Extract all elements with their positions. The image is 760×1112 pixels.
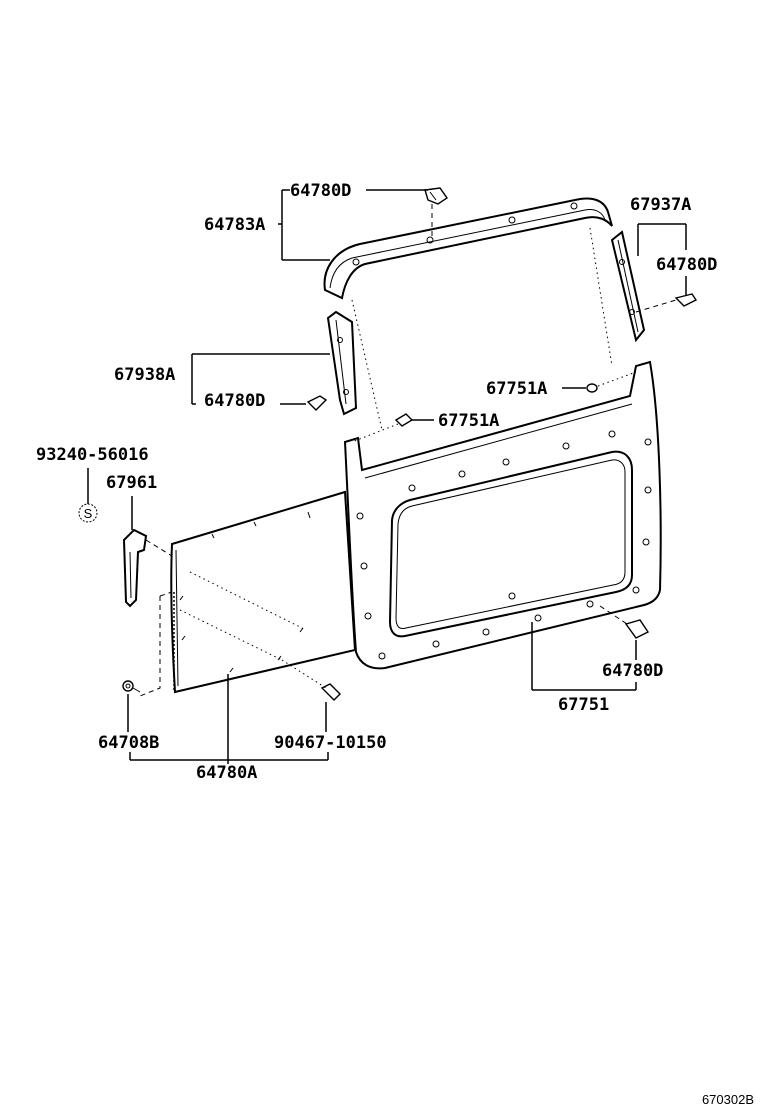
trim-board-clip-holes xyxy=(356,430,652,660)
label-64783a: 64783A xyxy=(204,215,265,235)
clip-64780d-left xyxy=(306,395,328,411)
leader-lines xyxy=(87,189,687,764)
label-90467-10150: 90467-10150 xyxy=(274,733,387,753)
screw-64708b xyxy=(122,680,141,693)
diagram-reference-code: 670302B xyxy=(702,1092,754,1107)
label-67751: 67751 xyxy=(558,695,609,715)
insulator-panel-part xyxy=(170,490,357,694)
fastener-90467 xyxy=(320,683,341,701)
label-64780a: 64780A xyxy=(196,763,257,783)
header-trim-part xyxy=(323,197,613,300)
clip-67751a-mid xyxy=(394,413,414,427)
label-67938a: 67938A xyxy=(114,365,175,385)
panel-marks xyxy=(179,511,311,673)
label-64780d-top: 64780D xyxy=(290,181,351,201)
standard-part-symbol: S xyxy=(78,503,98,523)
label-67751a-right: 67751A xyxy=(486,379,547,399)
back-door-trim-board-part xyxy=(343,360,662,670)
right-pillar-trim-part xyxy=(610,230,646,343)
clip-64780d-top xyxy=(424,187,448,205)
clip-67751a-right xyxy=(586,383,598,393)
label-64780d-bottom: 64780D xyxy=(602,661,663,681)
label-64780d-right: 64780D xyxy=(656,255,717,275)
label-93240-56016: 93240-56016 xyxy=(36,445,149,465)
label-67937a: 67937A xyxy=(630,195,691,215)
label-64708b: 64708B xyxy=(98,733,159,753)
grip-handle-part xyxy=(122,528,148,608)
left-pillar-trim-part xyxy=(326,310,358,416)
label-67751a-mid: 67751A xyxy=(438,411,499,431)
standard-part-symbol-letter: S xyxy=(84,506,93,521)
label-67961: 67961 xyxy=(106,473,157,493)
clip-64780d-bottom xyxy=(624,619,650,639)
label-64780d-left: 64780D xyxy=(204,391,265,411)
